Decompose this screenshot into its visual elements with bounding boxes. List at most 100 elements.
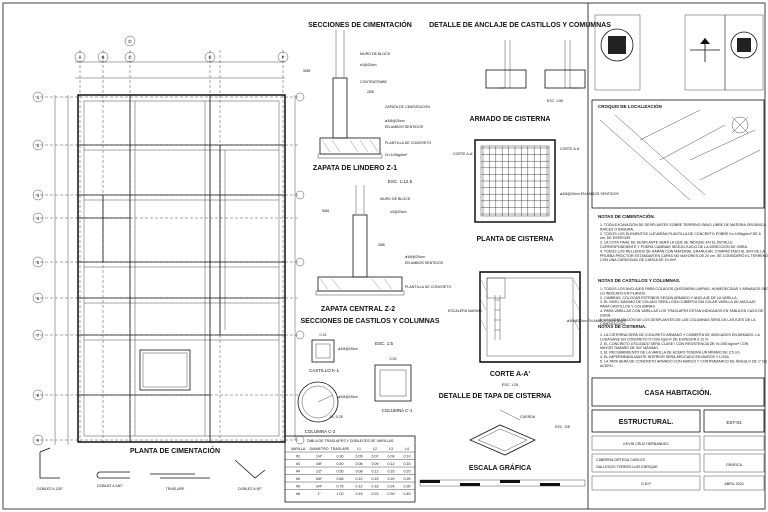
table-cell: 0.24 xyxy=(388,485,395,489)
rebar-label: ø3/8@20cm xyxy=(338,347,358,351)
notes-columns-title: NOTAS DE CASTILLOS Y COLUMNAS. xyxy=(598,278,680,283)
cistern-section: ESCALERA MARINA ø3/8@20cm EN AMBOS SENTI… xyxy=(448,271,626,387)
note-line: 2. CIMBRAS, COLOCAR ESTRIBOS SEGÚN ARMAD… xyxy=(600,295,738,300)
footing-z1-section: MURO DE BLOCK e3@20cm CONTRATRABE 2Ø6 SØ… xyxy=(303,30,431,184)
lid-scale: ESC. S/E xyxy=(555,425,571,429)
location-sketch xyxy=(599,109,761,201)
table-cell: 0.16 xyxy=(388,470,395,474)
note-line: LOSA BASE EN CONCRETO f'c=200 kg/cm² DE … xyxy=(600,337,709,341)
table-cell: 0.25 xyxy=(404,477,411,481)
axis-label: B xyxy=(101,55,104,60)
table-header-cell: L1 xyxy=(357,447,361,451)
rebar-table: TABLA DE TRASLAPES Y DOBLECES DE VARILLA… xyxy=(284,435,416,503)
dim-label: 0.15 xyxy=(320,333,327,337)
column-sections-title: SECCIONES DE CASTILOS Y COLUMNAS xyxy=(301,318,440,325)
table-cell: 0.10 xyxy=(404,455,411,459)
axis-label: 9 xyxy=(37,438,40,443)
note-line: 5. LA LOCALIZACIÓN DE LOS DESPLANTES DE … xyxy=(600,317,756,322)
table-cell: 0.50 xyxy=(337,470,344,474)
axis-label: F xyxy=(282,55,285,60)
castillo-k1-label: CASTILLO K-1 xyxy=(309,368,340,373)
notes-cistern: NOTAS DE CISTERNA. 1. LA CISTERNA SERÁ D… xyxy=(598,324,768,368)
notes-columns: NOTAS DE CASTILLOS Y COLUMNAS. 1. TODOS … xyxy=(598,278,768,326)
cistern-plan-detail: CORTE A-A' CORTE A-A' ø3/8@20cm EN AMBOS… xyxy=(453,139,619,243)
note-line: 3. EL RECUBRIMIENTO DE LA VARILLA DE ACE… xyxy=(600,351,740,355)
axis-label: C xyxy=(128,55,132,60)
plantilla-label: PLANTILLA DE CONCRETO xyxy=(385,141,431,145)
axis-label: 5 xyxy=(37,260,40,265)
footing-z1-scale: ESC. 1:12.5 xyxy=(388,179,413,184)
column-sections: ø3/8@20cm 0.15 CASTILLO K-1 ESC. 1:5 0.2… xyxy=(297,333,413,434)
axis-label: E xyxy=(208,55,211,60)
table-cell: 0.12 xyxy=(356,485,363,489)
table-cell: 0.20 xyxy=(404,470,411,474)
table-header-cell: L3 xyxy=(389,447,393,451)
university-logo-right xyxy=(724,14,764,91)
corte-label: CORTE A-A' xyxy=(453,152,473,156)
table-header-cell: L2 xyxy=(373,447,377,451)
arrow-logo xyxy=(684,14,726,91)
table-cell: 1/2" xyxy=(316,470,323,474)
table-cell: 0.75 xyxy=(337,485,344,489)
bend-135-label: DOBLEZ A 135° xyxy=(37,487,63,491)
axis-label: 4 xyxy=(37,216,40,221)
table-cell: 0.07 xyxy=(372,455,379,459)
table-cell: #5 xyxy=(296,477,300,481)
table-cell: 0.30 xyxy=(404,485,411,489)
table-cell: 0.15 xyxy=(372,477,379,481)
axis-label: 1 xyxy=(37,95,40,100)
cistern-section-title: CORTE A-A' xyxy=(490,371,531,378)
table-cell: 0.12 xyxy=(372,470,379,474)
cistern-section-scale: ESC. 1:25 xyxy=(502,383,518,387)
axis-label: D xyxy=(128,39,132,44)
title-block: ​ CROQUIS DE LOCALIZACIÓN NOTAS DE CIMEN… xyxy=(591,14,768,491)
reviewer-name: CABRERA ORTEGA CARLOS xyxy=(596,458,645,462)
note-line: 1. TODA EXCAVACIÓN DE DESPLANTES SOBRE T… xyxy=(600,222,767,227)
note-line: 1. TODOS LOS ANCLAJES PARA COLADOS QUEDA… xyxy=(600,286,768,291)
note-line: LO INDICADO EN PLANOS. xyxy=(600,291,646,295)
table-cell: 0.23 xyxy=(372,492,379,496)
note-line: 2. EL CONCRETO UTILIZADO SERÁ CLASE I CO… xyxy=(600,342,749,346)
notes-foundation: NOTAS DE CIMENTACIÓN. 1. TODA EXCAVACIÓN… xyxy=(598,212,768,262)
table-cell: 1.00 xyxy=(337,492,344,496)
table-cell: 0.06 xyxy=(356,462,363,466)
cistern-lid-title: DETALLE DE TAPA DE CISTERNA xyxy=(439,393,552,400)
dim-label: 0.25 xyxy=(390,357,397,361)
ambos-sentidos-label: EN AMBOS SENTIDOS xyxy=(405,261,444,265)
rebar-bend-details: DOBLEZ A 135° DOBLEZ A 180° TRASLAPE DOB… xyxy=(37,447,266,491)
table-header-cell: L4 xyxy=(405,447,409,451)
table-cell: 0.10 xyxy=(356,477,363,481)
escalera-label: ESCALERA MARINA xyxy=(448,309,483,313)
dim-label: SØ6 xyxy=(322,209,329,213)
table-cell: 0.30 xyxy=(337,455,344,459)
note-line: ACERO. xyxy=(600,364,614,368)
table-cell: 0.65 xyxy=(337,477,344,481)
table-cell: 0.40 xyxy=(404,492,411,496)
foundation-outline xyxy=(77,94,286,443)
plan-title: PLANTA DE CIMENTACIÓN xyxy=(130,446,220,455)
note-line: 5. LA TAPA SERÁ DE CONCRETO ARMADO CON M… xyxy=(600,359,768,363)
table-header-cell: DIAMETRO xyxy=(310,447,329,451)
drawing-date: ABRIL 2024 xyxy=(724,482,743,486)
rebar-note: ø3/8@20cm EN AMBOS SENTIDOS xyxy=(560,192,619,196)
note-line: MAYOR TAMAÑO DE 3/4" MÁXIMO. xyxy=(600,345,659,350)
contratrabe-label: CONTRATRABE xyxy=(360,80,387,84)
note-line: CON UNA CAPACIDAD DE CARGA DE 10 t/m². xyxy=(600,258,677,262)
plantilla-fc-label: f'c=100kg/cm² xyxy=(385,153,408,157)
footing-z2-section: MURO DE BLOCK e3@20cm SØ6 2Ø6 ø3/8@20cm … xyxy=(315,185,451,313)
column-c2-label: COLUMNA C-2 xyxy=(305,429,336,434)
table-cell: 0.12 xyxy=(388,462,395,466)
table-cell: 1/4" xyxy=(316,455,323,459)
graphic-scale-title: ESCALA GRÁFICA xyxy=(469,463,531,472)
cistern-armado-title: ARMADO DE CISTERNA xyxy=(470,116,551,123)
note-line: RAÍCES O BASURA. xyxy=(600,227,634,231)
plan-code: EST-01 xyxy=(726,420,742,425)
scale-value: GRAFICA xyxy=(726,463,743,467)
column-scale: ESC. 1:5 xyxy=(375,341,394,346)
table-cell: 0.09 xyxy=(388,455,395,459)
table-cell: 0.40 xyxy=(337,462,344,466)
rebar-label: e3@20cm xyxy=(360,63,376,67)
axis-label: 2 xyxy=(37,143,40,148)
table-cell: 0.18 xyxy=(372,485,379,489)
table-cell: 5/8" xyxy=(316,477,323,481)
